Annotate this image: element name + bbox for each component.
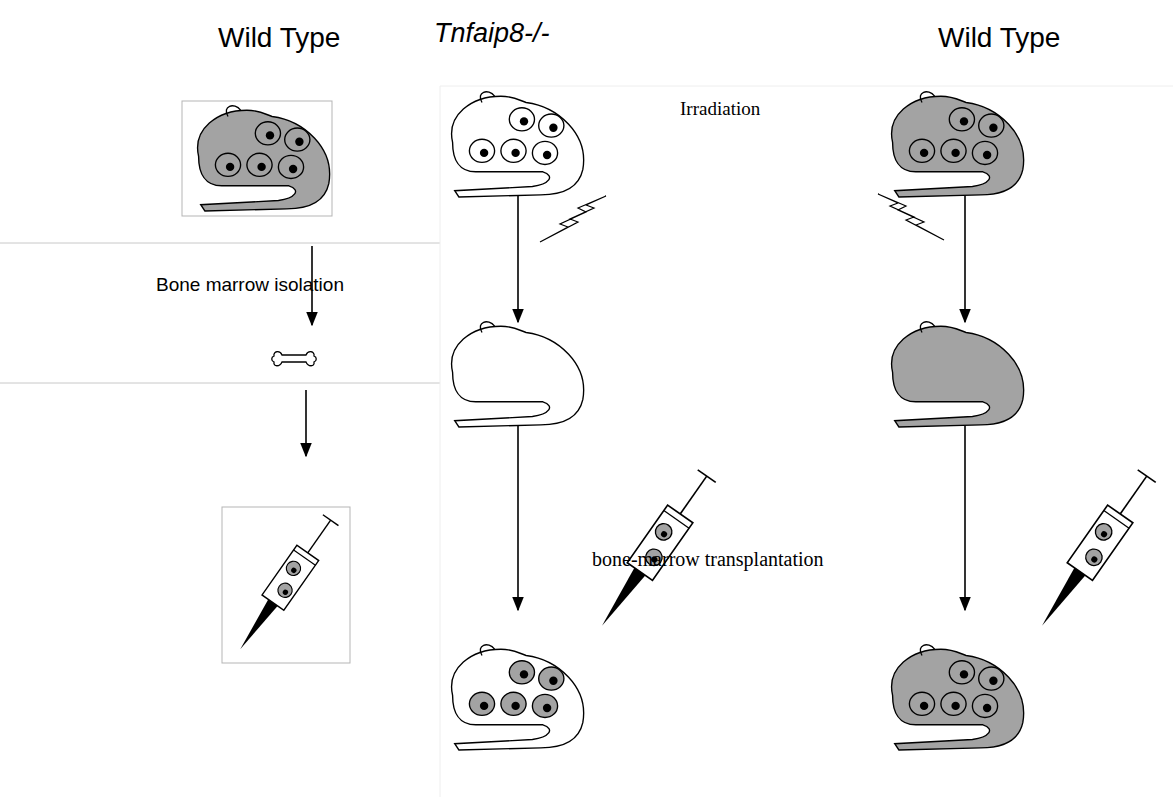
flow-arrow: [305, 390, 307, 456]
mouse-figure: [892, 645, 1024, 750]
cell: [469, 692, 494, 715]
frame-line: [440, 86, 1173, 87]
syringe-icon: [229, 513, 341, 657]
step-label: Bone marrow isolation: [156, 274, 344, 296]
image-frame: [222, 507, 350, 663]
cell: [247, 153, 272, 176]
image-frame: [182, 101, 332, 216]
mouse-figure: [892, 92, 1024, 197]
step-label: bone-marrow transplantation: [592, 548, 824, 571]
mouse-figure: [452, 92, 584, 197]
cell: [941, 139, 966, 162]
bone-icon: [272, 352, 317, 366]
cell: [255, 122, 280, 145]
separator-line: [0, 243, 440, 244]
syringe-icon: [1029, 467, 1159, 634]
cell: [972, 694, 997, 717]
flow-arrow: [517, 418, 519, 610]
cell: [539, 114, 564, 137]
mouse-figure: [452, 645, 584, 750]
flow-arrow: [517, 190, 519, 322]
cell: [501, 692, 526, 715]
flow-arrow: [964, 190, 966, 322]
cell: [278, 155, 303, 178]
column-title: Tnfaip8-/-: [434, 18, 550, 49]
mouse-figure: [452, 322, 584, 427]
cell: [501, 139, 526, 162]
mouse-figure: [892, 322, 1024, 427]
cell: [979, 667, 1004, 690]
cell: [532, 141, 557, 164]
irradiation-bolt: [540, 196, 606, 242]
cell: [941, 692, 966, 715]
cell: [539, 667, 564, 690]
cell: [509, 108, 534, 131]
cell: [532, 694, 557, 717]
cell: [215, 153, 240, 176]
cell: [909, 692, 934, 715]
mouse-figure: [198, 106, 330, 211]
irradiation-bolt: [878, 194, 944, 240]
separator-line: [0, 383, 440, 384]
cell: [909, 139, 934, 162]
cell: [285, 128, 310, 151]
step-label: Irradiation: [680, 98, 760, 120]
frame-line: [440, 86, 441, 797]
column-title: Wild Type: [938, 22, 1060, 54]
cell: [949, 108, 974, 131]
cell: [979, 114, 1004, 137]
flow-arrow: [964, 418, 966, 610]
column-title: Wild Type: [218, 22, 340, 54]
cell: [949, 661, 974, 684]
cell: [972, 141, 997, 164]
cell: [469, 139, 494, 162]
cell: [509, 661, 534, 684]
